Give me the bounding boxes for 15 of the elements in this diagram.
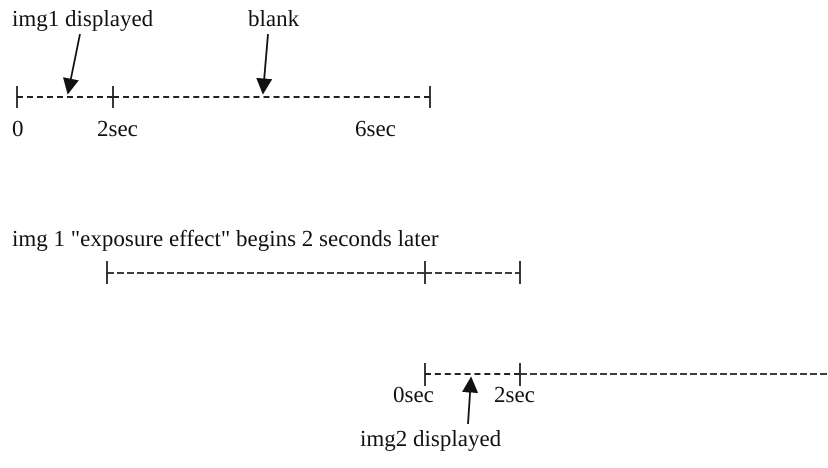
leader-arrow: [462, 376, 478, 424]
time-label: 0sec: [393, 382, 434, 408]
timeline-segment: [425, 373, 520, 375]
timeline-segment: [113, 96, 430, 98]
note-text: img 1 "exposure effect" begins 2 seconds later: [12, 226, 438, 252]
leader-arrow: [62, 34, 81, 95]
time-label: 6sec: [355, 116, 396, 142]
event-label: img1 displayed: [12, 6, 154, 32]
leader-arrow: [256, 34, 272, 95]
time-label: 0: [12, 116, 24, 142]
event-label: img2 displayed: [360, 426, 502, 452]
event-label: blank: [248, 6, 300, 32]
time-label: 2sec: [494, 382, 535, 408]
timeline-segment: [17, 96, 113, 98]
time-label: 2sec: [97, 116, 138, 142]
